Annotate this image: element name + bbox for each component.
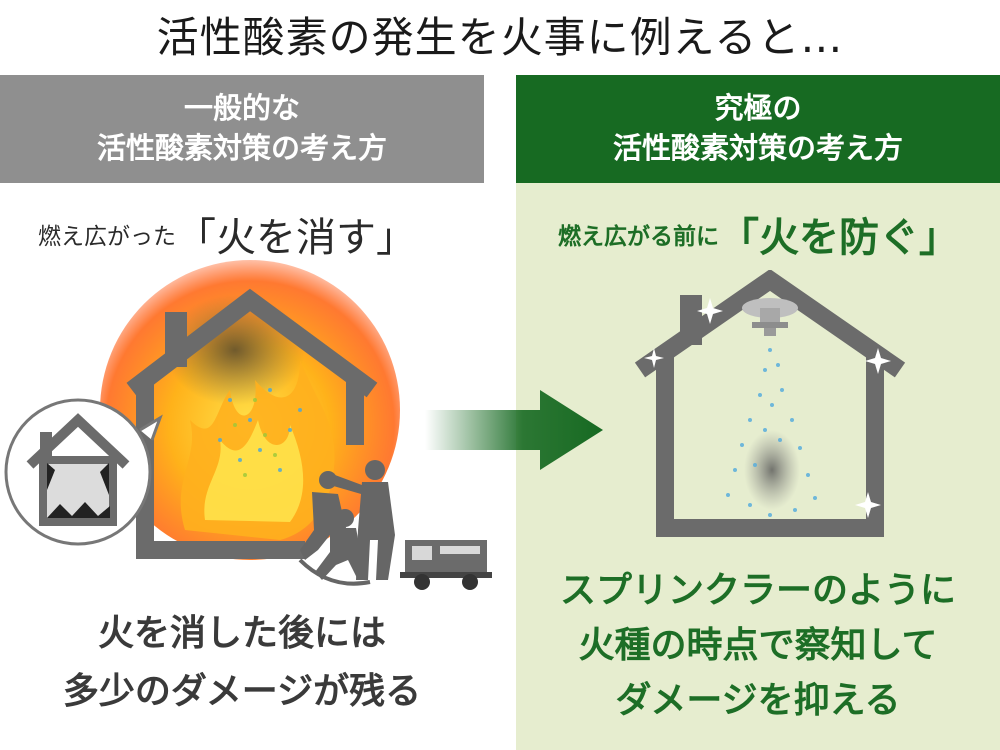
sprinkler-head-icon xyxy=(742,298,798,336)
left-banner: 一般的な 活性酸素対策の考え方 xyxy=(0,75,484,183)
firefighters-icon xyxy=(298,460,395,586)
right-panel-background xyxy=(516,75,1000,750)
left-banner-line1: 一般的な xyxy=(183,91,300,125)
fire-truck-icon xyxy=(400,540,492,590)
left-caption-line1: 火を消した後には xyxy=(97,613,386,654)
sprinkler-house-icon xyxy=(634,270,906,537)
magnified-house-icon xyxy=(26,413,130,526)
right-caption-line2: 火種の時点で察知して xyxy=(578,625,938,666)
left-subhead-big: 「火を消す」 xyxy=(176,215,416,261)
right-subhead-small: 燃え広がる前に xyxy=(558,224,719,250)
right-banner-line2: 活性酸素対策の考え方 xyxy=(612,131,903,165)
left-banner-line2: 活性酸素対策の考え方 xyxy=(96,131,387,165)
right-subhead: 燃え広がる前に「火を防ぐ」 xyxy=(558,205,959,263)
left-subhead: 燃え広がった「火を消す」 xyxy=(38,205,416,263)
right-caption: スプリンクラーのように 火種の時点で察知して ダメージを抑える xyxy=(516,563,1000,728)
right-banner: 究極の 活性酸素対策の考え方 xyxy=(516,75,1000,183)
left-caption: 火を消した後には 多少のダメージが残る xyxy=(0,605,484,721)
left-subhead-small: 燃え広がった xyxy=(38,224,176,250)
right-caption-line1: スプリンクラーのように xyxy=(559,570,956,611)
left-caption-line2: 多少のダメージが残る xyxy=(62,671,422,712)
burning-house-icon xyxy=(4,260,492,590)
right-banner-line1: 究極の xyxy=(714,91,802,125)
right-subhead-big: 「火を防ぐ」 xyxy=(719,215,959,261)
arrow-icon xyxy=(425,390,603,470)
page-title: 活性酸素の発生を火事に例えると… xyxy=(156,13,844,62)
right-caption-line3: ダメージを抑える xyxy=(615,680,901,721)
